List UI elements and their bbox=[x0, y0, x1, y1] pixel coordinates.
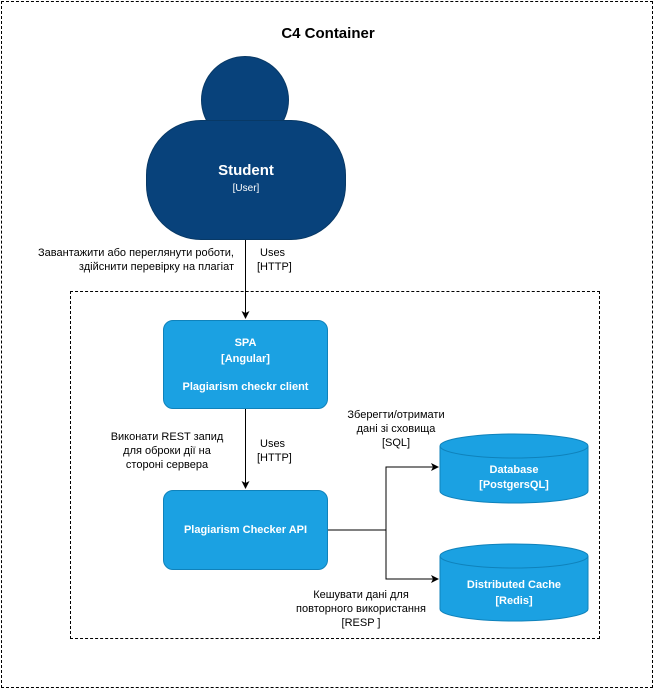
spa-description: Plagiarism checkr client bbox=[182, 381, 309, 393]
cache-name: Distributed Cache bbox=[466, 579, 562, 591]
edge-api-cache-desc-1: Кешувати дані для bbox=[313, 589, 409, 601]
edge-api-cache bbox=[385, 530, 439, 583]
system-boundary-inner bbox=[70, 291, 600, 639]
edge-api-db bbox=[328, 463, 439, 531]
diagram-title: C4 Container bbox=[281, 25, 375, 42]
edge-student-spa-proto: [HTTP] bbox=[257, 261, 292, 273]
edge-student-spa-desc-2: здійснити перевірку на плагіат bbox=[78, 261, 234, 273]
edge-spa-api-desc-3: стороні сервера bbox=[125, 459, 209, 471]
api-container[interactable]: Plagiarism Checker API bbox=[163, 490, 328, 570]
person-tag: [User] bbox=[232, 183, 260, 194]
database-cylinder bbox=[439, 433, 589, 504]
spa-name: SPA bbox=[234, 337, 257, 349]
spa-container[interactable]: SPA [Angular] Plagiarism checkr client bbox=[163, 320, 328, 409]
edge-spa-api-proto: [HTTP] bbox=[257, 452, 292, 464]
person-name: Student bbox=[218, 162, 274, 179]
edge-api-db-desc-2: дані зі сховища bbox=[356, 423, 436, 435]
person-student[interactable]: Student [User] bbox=[146, 120, 346, 240]
spa-tech: [Angular] bbox=[221, 353, 270, 365]
edge-student-spa-desc-1: Завантажити або переглянути роботи, bbox=[38, 247, 234, 259]
edge-spa-api-desc-2: для оброки дії на bbox=[123, 445, 211, 457]
edge-api-cache-proto: [RESP ] bbox=[341, 617, 381, 629]
edge-api-db-desc-1: Зберегти/отримати bbox=[347, 409, 445, 421]
edge-student-spa-uses: Uses bbox=[260, 247, 286, 259]
edge-api-db-proto: [SQL] bbox=[381, 437, 411, 449]
cache-tech: [Redis] bbox=[495, 595, 533, 607]
cache-cylinder bbox=[439, 543, 589, 622]
database-tech: [PostgersQL] bbox=[479, 479, 549, 491]
edge-spa-api-desc-1: Виконати REST запид bbox=[110, 431, 224, 443]
edge-spa-api-uses: Uses bbox=[260, 438, 286, 450]
database-name: Database bbox=[489, 464, 539, 476]
edge-api-cache-desc-2: повторного використання bbox=[296, 603, 426, 615]
api-name: Plagiarism Checker API bbox=[183, 524, 308, 536]
